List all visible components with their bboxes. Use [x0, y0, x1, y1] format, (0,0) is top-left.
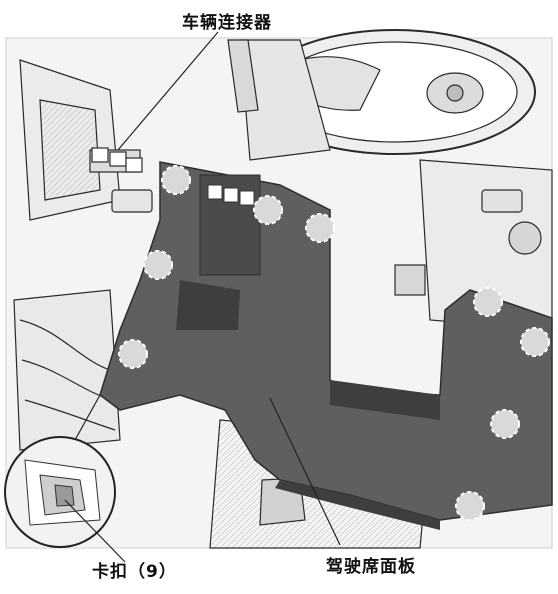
clip-marker [305, 213, 335, 243]
clip-marker [490, 409, 520, 439]
driver-panel [99, 161, 553, 530]
clips-label: 卡扣（9） [92, 562, 177, 582]
clip-marker [253, 195, 283, 225]
clip-marker [143, 250, 173, 280]
clip-marker [473, 287, 503, 317]
connector-leader-line [117, 31, 219, 151]
clip-marker [118, 339, 148, 369]
panel-leader-line [269, 397, 341, 546]
clip-marker [161, 165, 191, 195]
clip-detail-inset [4, 394, 126, 563]
vehicle-connector-label: 车辆连接器 [182, 13, 272, 33]
clip-markers [118, 165, 550, 521]
dashboard-line-art [13, 29, 553, 549]
driver-panel-label: 驾驶席面板 [326, 557, 416, 577]
clip-marker [520, 327, 550, 357]
clip-marker [455, 491, 485, 521]
